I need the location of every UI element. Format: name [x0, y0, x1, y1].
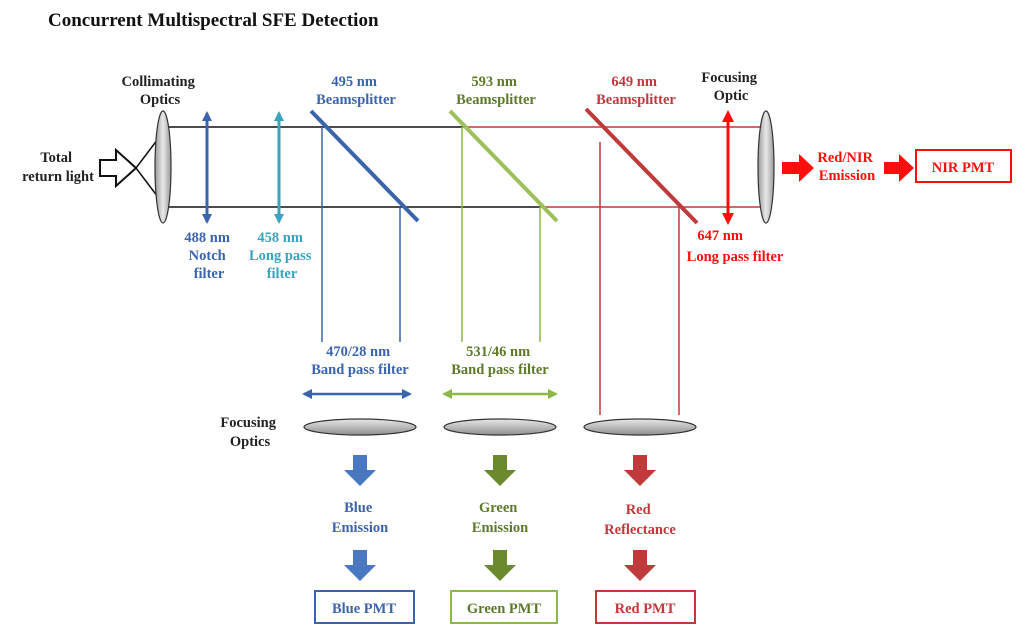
- red-reflectance-line1: Red: [626, 502, 651, 518]
- input-arrow: [99, 130, 165, 206]
- nir-emission-label: Red/NIR Emission: [817, 150, 876, 184]
- focusing-lens-right: [757, 110, 775, 224]
- collimating-optics-line1: Collimating: [122, 74, 196, 90]
- green-emission-line2: Emission: [472, 520, 528, 536]
- beamsplitter-495-label: 495 nm Beamsplitter: [316, 74, 396, 108]
- blue-down-arrow-2: [344, 550, 376, 581]
- focusing-optics-label: Focusing Optics: [220, 415, 279, 450]
- input-label-line1: Total: [40, 150, 72, 166]
- beamsplitter-649: [584, 107, 699, 225]
- green-emission-line1: Green: [479, 500, 517, 516]
- collimating-optics-label: Collimating Optics: [122, 74, 199, 108]
- blue-emission-line1: Blue: [344, 500, 373, 516]
- collimating-lens: [154, 110, 172, 224]
- beamsplitter-649-label: 649 nm Beamsplitter: [596, 74, 676, 108]
- focusing-optic-line2: Optic: [714, 88, 749, 104]
- green-emission-label: Green Emission: [472, 500, 528, 536]
- red-reflectance-line2: Reflectance: [604, 522, 676, 538]
- beamsplitter-495: [309, 109, 420, 223]
- focusing-lens-blue: [303, 418, 417, 436]
- green-pmt-box: [450, 590, 558, 624]
- nir-arrow-1: [782, 154, 814, 182]
- bandpass-531-line1: 531/46 nm: [466, 344, 530, 360]
- longpass-458-line2: Long pass: [249, 248, 312, 264]
- longpass-647-line2: Long pass filter: [687, 249, 784, 265]
- notch-filter-line1: 488 nm: [184, 230, 230, 246]
- collimating-optics-line2: Optics: [140, 92, 181, 108]
- green-down-arrow-2: [484, 550, 516, 581]
- beamsplitter-593-label: 593 nm Beamsplitter: [456, 74, 536, 108]
- nir-emission-line1: Red/NIR: [817, 150, 873, 166]
- beamsplitter-495-text: Beamsplitter: [316, 92, 396, 108]
- beamsplitter-593-wavelength: 593 nm: [471, 74, 517, 90]
- notch-filter-label: 488 nm Notch filter: [184, 230, 233, 282]
- beamsplitter-593-text: Beamsplitter: [456, 92, 536, 108]
- beamsplitter-649-text: Beamsplitter: [596, 92, 676, 108]
- focusing-optics-line2: Optics: [230, 434, 271, 450]
- red-down-arrow-1: [624, 455, 656, 486]
- beamsplitter-649-wavelength: 649 nm: [611, 74, 657, 90]
- bandpass-531-label: 531/46 nm Band pass filter: [451, 344, 549, 378]
- longpass-647-label: 647 nm Long pass filter: [687, 228, 784, 265]
- nir-pmt-box: [915, 149, 1012, 183]
- blue-emission-line2: Emission: [332, 520, 388, 536]
- longpass-647-line1: 647 nm: [697, 228, 743, 244]
- red-reflectance-label: Red Reflectance: [604, 502, 676, 538]
- red-down-arrow-2: [624, 550, 656, 581]
- nir-emission-line2: Emission: [819, 168, 875, 184]
- blue-down-arrow-1: [344, 455, 376, 486]
- beamsplitter-495-wavelength: 495 nm: [331, 74, 377, 90]
- red-pmt-label: Red PMT: [615, 601, 676, 617]
- focusing-optics-line1: Focusing: [220, 415, 276, 431]
- longpass-458-label: 458 nm Long pass filter: [249, 230, 315, 282]
- green-pmt-label: Green PMT: [467, 601, 542, 617]
- nir-arrow-2: [884, 154, 914, 182]
- blue-pmt-box: [314, 590, 415, 624]
- bandpass-470-line1: 470/28 nm: [326, 344, 390, 360]
- bandpass-470-line2: Band pass filter: [311, 362, 409, 378]
- blue-emission-label: Blue Emission: [332, 500, 388, 536]
- input-label: Total return light: [22, 150, 94, 185]
- focusing-optic-line1: Focusing: [701, 70, 757, 86]
- longpass-458-line1: 458 nm: [257, 230, 303, 246]
- notch-filter-line3: filter: [194, 266, 225, 282]
- focusing-lens-green: [443, 418, 557, 436]
- bandpass-531-line2: Band pass filter: [451, 362, 549, 378]
- notch-filter-line2: Notch: [189, 248, 226, 264]
- green-down-arrow-1: [484, 455, 516, 486]
- diagram-title: Concurrent Multispectral SFE Detection: [48, 10, 379, 31]
- focusing-lens-red: [583, 418, 697, 436]
- blue-pmt-label: Blue PMT: [332, 601, 396, 617]
- nir-pmt-label: NIR PMT: [932, 160, 995, 176]
- longpass-458-line3: filter: [267, 266, 298, 282]
- input-label-line2: return light: [22, 169, 94, 185]
- bandpass-470-label: 470/28 nm Band pass filter: [311, 344, 409, 378]
- red-pmt-box: [595, 590, 696, 624]
- beamsplitter-593: [448, 109, 559, 223]
- focusing-optic-label: Focusing Optic: [701, 70, 760, 104]
